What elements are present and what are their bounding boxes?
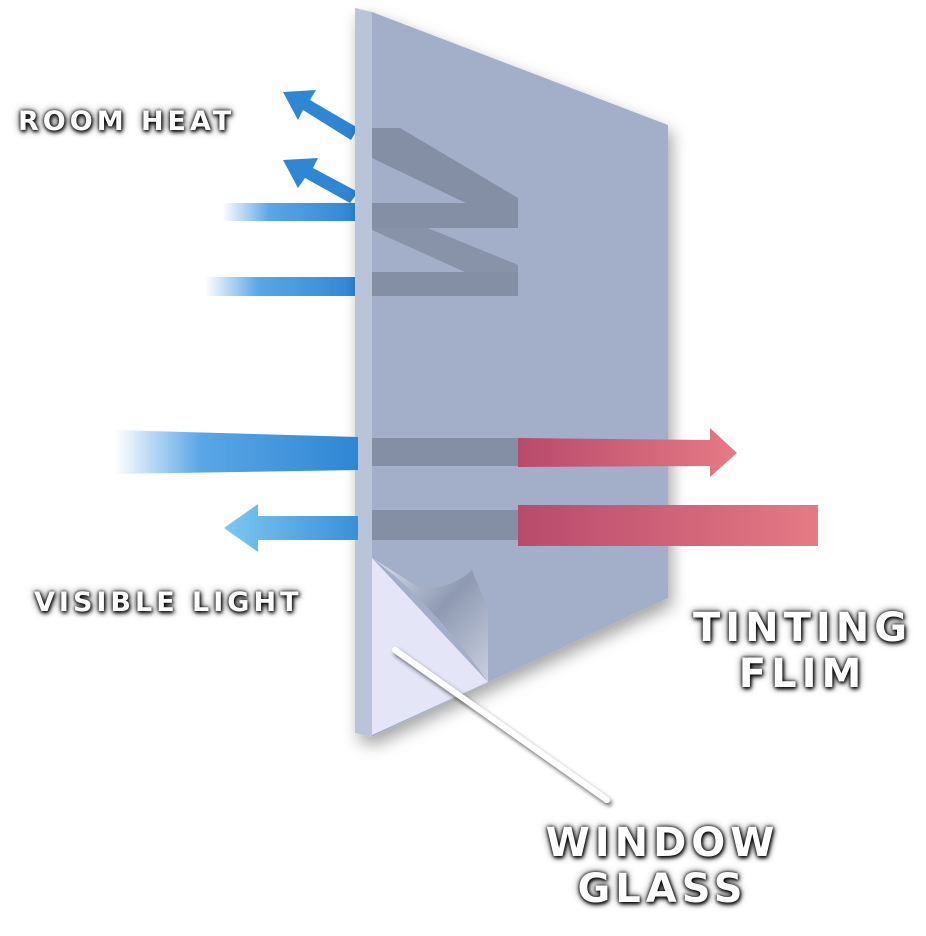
incoming-heat-bar-2 xyxy=(205,277,358,296)
reflected-heat-arrow-1 xyxy=(283,90,358,140)
window-glass-label-line2: GLASS xyxy=(577,866,748,912)
tinting-film-label: TINTING FLIM xyxy=(690,605,915,697)
peeled-film-corner xyxy=(372,558,488,735)
incoming-heat-bar-1 xyxy=(222,203,358,221)
exposed-glass xyxy=(372,558,488,735)
visible-light-arrows xyxy=(115,428,818,552)
window-glass-leader-line xyxy=(392,647,610,803)
visible-light-label: VISIBLE LIGHT xyxy=(34,587,303,618)
reflected-heat-arrow-2 xyxy=(283,158,358,203)
reflected-light-arrow xyxy=(224,504,358,552)
tinting-film-label-line1: TINTING xyxy=(692,605,913,651)
film-curl-icon xyxy=(372,558,488,682)
glass-edge xyxy=(355,8,372,737)
light-in-glass-upper xyxy=(372,438,518,466)
light-in-glass-lower xyxy=(372,510,518,540)
window-glass-label-line1: WINDOW xyxy=(545,820,780,866)
incoming-light-bar xyxy=(115,430,358,474)
room-heat-label: ROOM HEAT xyxy=(18,106,236,137)
heat-path-in-glass xyxy=(372,128,518,296)
transmitted-light-arrow xyxy=(518,428,737,477)
red-light-bar xyxy=(518,505,818,546)
window-glass-label: WINDOW GLASS xyxy=(540,820,785,912)
room-heat-arrows xyxy=(205,90,358,296)
tinting-film-label-line2: FLIM xyxy=(738,651,867,697)
